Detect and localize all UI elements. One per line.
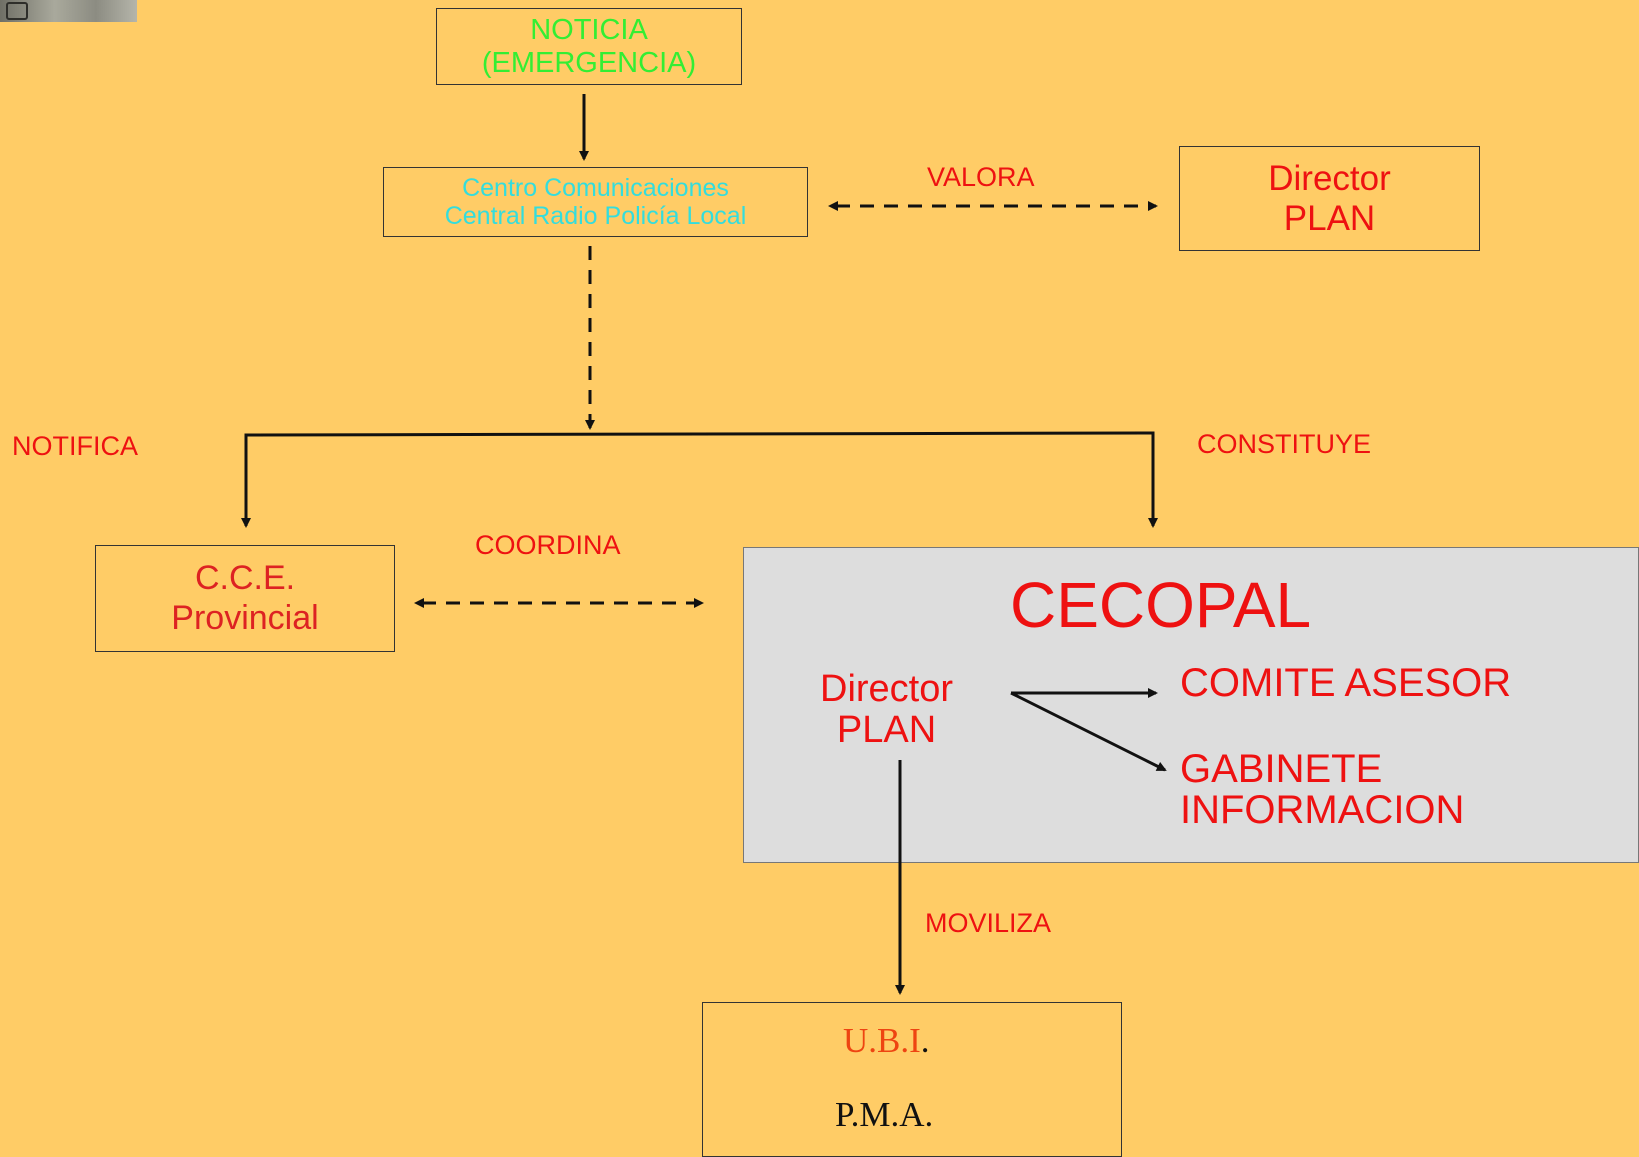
centro-line1: Centro Comunicaciones [462, 174, 729, 202]
cecopal-director-line1: Director [820, 668, 954, 710]
cecopal-director-line2: PLAN [836, 709, 937, 751]
cecopal-title: CECOPAL [1010, 569, 1312, 641]
label-constituye: CONSTITUYE [1197, 429, 1372, 459]
ubi-line: U.B.I. [843, 1021, 930, 1061]
pma-label: P.M.A. [835, 1095, 934, 1134]
node-ubi-pma: U.B.I. P.M.A. [702, 1002, 1122, 1157]
director-top-line2: PLAN [1283, 199, 1376, 238]
photo-thumbnail-icon [0, 0, 137, 22]
label-coordina: COORDINA [475, 530, 621, 560]
noticia-line1: NOTICIA [530, 14, 648, 46]
ubi-dot: . [920, 1021, 930, 1060]
node-centro-comunicaciones: Centro Comunicaciones Central Radio Poli… [383, 167, 808, 237]
label-valora: VALORA [927, 162, 1035, 192]
cecopal-director: Director PLAN [820, 669, 953, 751]
gabinete-informacion: GABINETE INFORMACION [1180, 749, 1464, 831]
node-director-plan-top: Director PLAN [1179, 146, 1480, 251]
label-notifica: NOTIFICA [12, 431, 138, 461]
node-cce-provincial: C.C.E. Provincial [95, 545, 395, 652]
cce-line2: Provincial [171, 599, 319, 637]
comite-asesor: COMITE ASESOR [1180, 661, 1512, 705]
centro-line2: Central Radio Policía Local [444, 202, 747, 230]
gabinete-line2: INFORMACION [1180, 788, 1465, 832]
ubi-label: U.B.I [843, 1021, 921, 1060]
split-line [244, 431, 1155, 526]
node-cecopal: CECOPAL Director PLAN COMITE ASESOR GABI… [743, 547, 1639, 863]
node-noticia: NOTICIA (EMERGENCIA) [436, 8, 742, 85]
label-moviliza: MOVILIZA [925, 908, 1052, 938]
noticia-line2: (EMERGENCIA) [481, 47, 697, 79]
arrow-to-gabinete [1010, 691, 1167, 772]
gabinete-line1: GABINETE [1180, 747, 1383, 791]
cce-line1: C.C.E. [194, 559, 296, 597]
director-top-line1: Director [1268, 159, 1391, 198]
